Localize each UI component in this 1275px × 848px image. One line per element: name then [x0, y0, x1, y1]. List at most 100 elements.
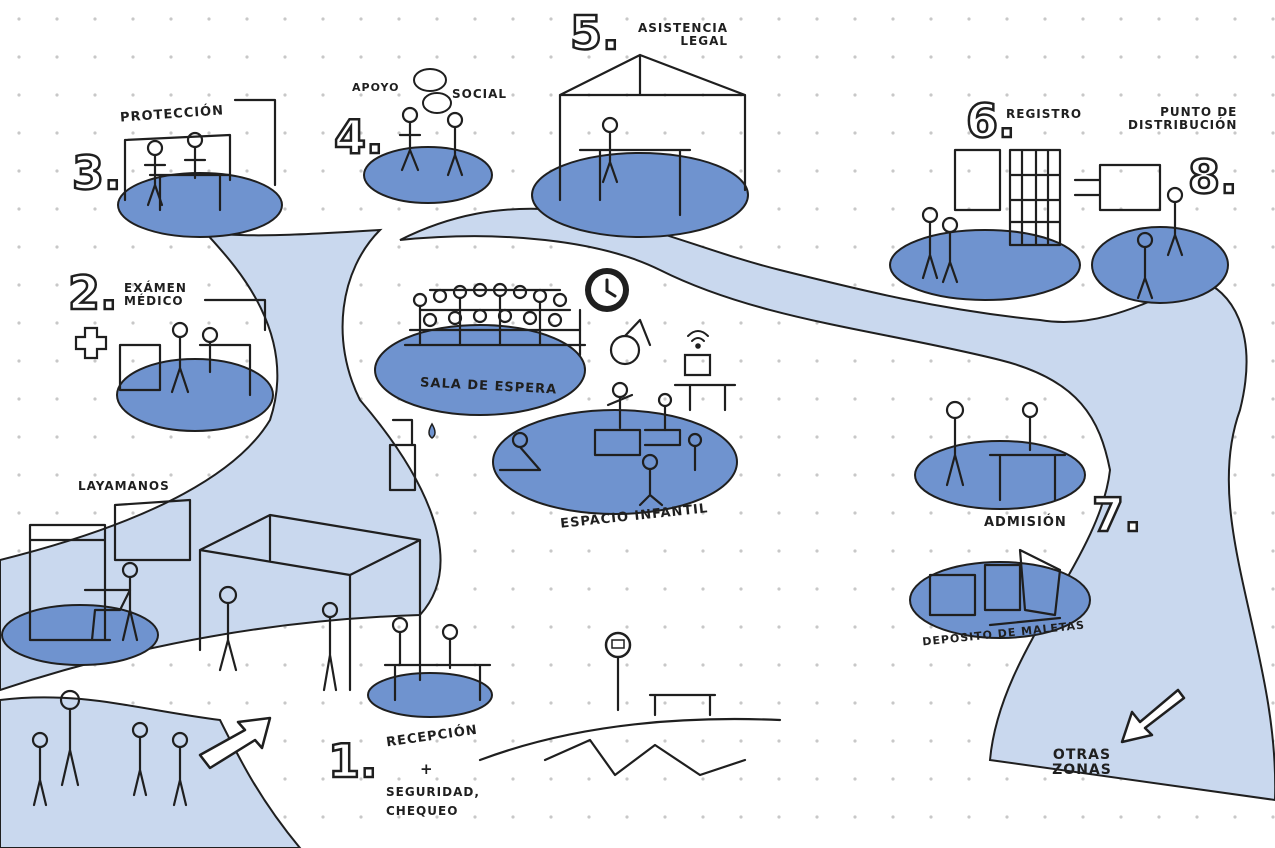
person [218, 585, 238, 672]
person [143, 139, 167, 207]
person [183, 131, 207, 180]
person [446, 111, 464, 177]
admision-table [988, 453, 1067, 502]
legal-table [578, 148, 692, 217]
station-number: 1. [327, 734, 379, 788]
entry-path [0, 696, 302, 848]
computer-desk [673, 353, 737, 412]
station-label-seguridad: SEGURIDAD, CHEQUEO [386, 786, 480, 817]
waiting-benches [403, 288, 587, 347]
station-number: 8. [1187, 150, 1239, 204]
station-label-admision: ADMISIÓN [984, 515, 1067, 530]
zone-espacio-infantil [492, 409, 738, 515]
label-line: MÉDICO [124, 293, 184, 308]
label-line: CHEQUEO [386, 803, 459, 818]
reception-canopy [198, 513, 422, 692]
station-label-apoyo: APOYO [352, 81, 400, 94]
person [171, 731, 189, 807]
pathways [0, 207, 1275, 848]
person [921, 206, 939, 280]
bus-stop-icon [604, 631, 632, 659]
zone-asistencia-legal [531, 152, 749, 238]
medical-desk [118, 298, 267, 397]
person [121, 561, 139, 642]
kids-blocks [593, 428, 682, 457]
speech-bubble-icon [422, 92, 452, 114]
arrow-icon [198, 716, 272, 770]
zone-sala-espera [374, 324, 586, 416]
zone-proteccion [117, 172, 283, 238]
station-number: 4. [333, 110, 385, 164]
station-number: 6. [965, 94, 1017, 148]
label-line: ASISTENCIA [638, 21, 729, 35]
person [941, 216, 959, 284]
person [59, 689, 81, 787]
people [31, 106, 1184, 807]
zone-registro [889, 229, 1081, 301]
registro-booth [953, 148, 1062, 247]
waiting-crowd [412, 282, 582, 357]
person [601, 116, 619, 184]
person [657, 392, 673, 432]
person [321, 601, 339, 692]
protection-table [148, 173, 232, 212]
label-line: EXÁMEN [124, 281, 187, 295]
area-label-lavamanos: LAYAMANOS [78, 479, 170, 493]
person [1136, 231, 1154, 300]
person [31, 731, 49, 807]
person [441, 623, 459, 670]
person [945, 400, 965, 487]
arrow-icon [1120, 688, 1186, 744]
zone-recepcion [367, 672, 493, 718]
protection-partition [123, 98, 277, 202]
person [131, 721, 149, 797]
person [638, 453, 664, 507]
person [391, 616, 409, 667]
label-line: LEGAL [680, 33, 729, 48]
zone-distribucion [1091, 226, 1229, 304]
station-label-social: SOCIAL [452, 87, 508, 101]
station-label-registro: REGISTRO [1006, 107, 1083, 121]
road-edge [478, 717, 782, 762]
person [398, 106, 422, 172]
person [498, 431, 542, 472]
structures [28, 53, 1162, 777]
station-label-examen-medico: EXÁMEN MÉDICO [124, 282, 187, 307]
station-number: 2. [67, 266, 119, 320]
wheelchair [609, 318, 652, 366]
handwash-poster [113, 498, 192, 562]
water-drop-icon [428, 422, 436, 439]
zigzag-path [543, 738, 747, 777]
person [606, 381, 634, 430]
water-dispenser [388, 418, 417, 492]
label-line: SEGURIDAD, [386, 785, 480, 799]
reception-table [383, 663, 492, 702]
person [1166, 186, 1184, 257]
wifi-icon [687, 330, 709, 349]
person [170, 321, 190, 394]
area-label-otras-zonas: OTRAS ZONAS [1052, 747, 1112, 778]
station-number: 5. [569, 6, 621, 60]
person [201, 326, 219, 374]
station-number: 3. [71, 146, 123, 200]
legal-tent [558, 53, 747, 202]
sink-unit [28, 523, 132, 642]
person [1021, 401, 1039, 452]
station-label-distribucion: PUNTO DE DISTRIBUCIÓN [1128, 106, 1237, 131]
label-line: DISTRIBUCIÓN [1128, 117, 1238, 132]
zone-apoyo-social [363, 146, 493, 204]
medical-cross-icon [74, 326, 108, 360]
zone-examen-medico [116, 358, 274, 432]
label-line: PUNTO DE [1160, 105, 1238, 119]
clock-icon [585, 268, 629, 312]
zone-lavamanos [1, 604, 159, 666]
station-label-asistencia-legal: ASISTENCIA LEGAL [638, 22, 728, 47]
speech-bubble-icon [413, 68, 447, 92]
luggage-bags [928, 548, 1062, 627]
main-path-east [399, 207, 1275, 802]
bubbles [413, 68, 452, 114]
bus-stop-bench [616, 653, 717, 717]
plus-sign: + [420, 760, 434, 778]
person [687, 432, 703, 472]
